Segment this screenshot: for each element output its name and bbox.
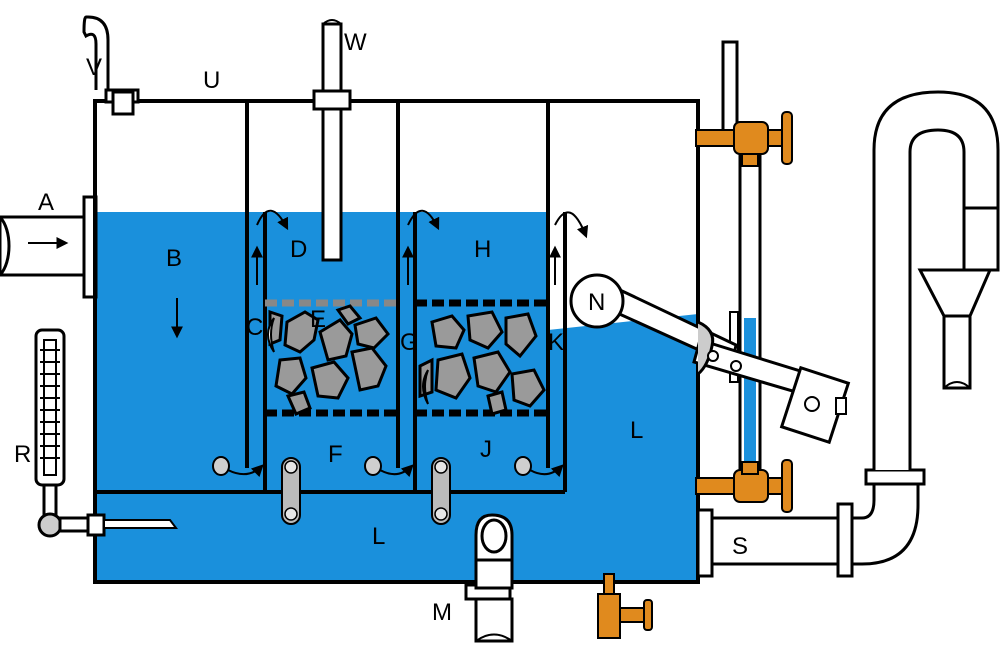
label-u: U [203, 67, 220, 94]
drain-pipe [464, 513, 514, 643]
flow-arrows [171, 209, 589, 478]
label-w: W [344, 29, 367, 56]
label-f: F [328, 441, 343, 468]
media-screens [265, 299, 548, 417]
vent-pipe [82, 15, 140, 116]
outlet-pipe [696, 90, 1000, 578]
label-s: S [732, 533, 748, 560]
vertical-connectors [281, 457, 451, 525]
label-d: D [290, 236, 307, 263]
label-n: N [588, 289, 605, 316]
curved-arrow-icon [227, 464, 264, 478]
vent-pipe-w [312, 19, 352, 262]
curved-arrow-icon [407, 209, 440, 231]
label-b: B [166, 245, 182, 272]
valve-icon [695, 111, 793, 167]
label-h: H [474, 236, 491, 263]
deflectors [267, 317, 429, 405]
curved-arrow-icon [379, 464, 414, 478]
label-m: M [432, 599, 452, 626]
label-e: E [310, 306, 326, 333]
label-g: G [400, 329, 419, 356]
float-ball-icon [569, 273, 851, 445]
label-j: J [480, 436, 492, 463]
rock-media [268, 304, 546, 416]
label-a: A [38, 189, 54, 216]
valve-icon [597, 573, 653, 639]
valve-icon [695, 459, 793, 513]
thermometer-icon [34, 328, 178, 538]
label-v: V [86, 54, 102, 81]
label-l-lower: L [372, 523, 385, 550]
curved-arrow-icon [529, 464, 564, 478]
curved-arrow-icon [256, 209, 289, 231]
transfer-ports [212, 456, 532, 476]
water-right-gauge [744, 318, 756, 478]
baffles [95, 101, 567, 494]
label-k: K [548, 329, 564, 356]
label-r: R [14, 441, 31, 468]
label-c: C [246, 314, 263, 341]
label-l-upper: L [630, 417, 643, 444]
curved-arrow-icon [554, 211, 589, 239]
